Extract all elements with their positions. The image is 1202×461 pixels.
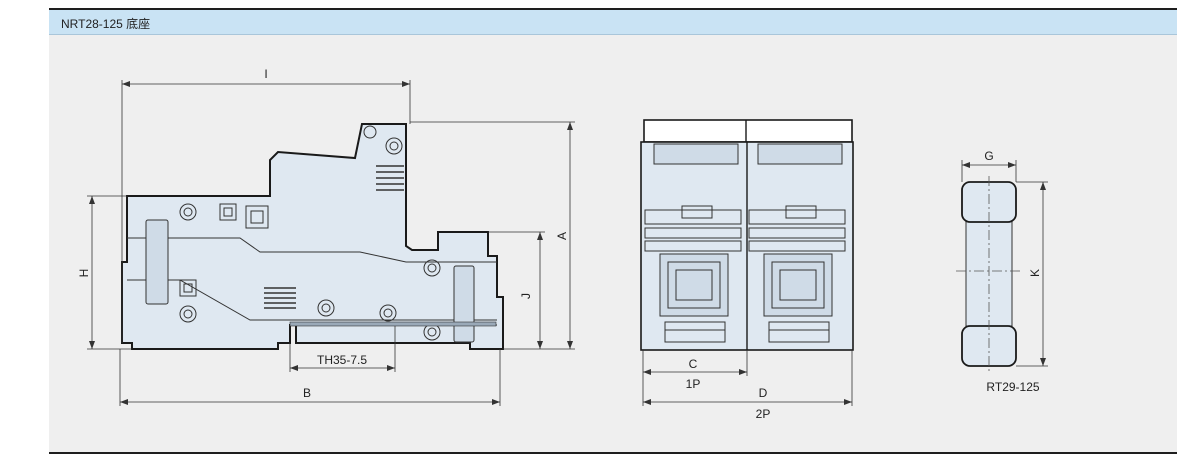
dim-label-b: B [303, 386, 311, 400]
front-view-dimensions [642, 350, 853, 406]
one-pole-label: 1P [686, 377, 701, 391]
two-pole-label: 2P [756, 407, 771, 421]
base-side-view [121, 123, 504, 350]
dim-label-k: K [1028, 269, 1042, 277]
dim-label-j: J [519, 293, 533, 299]
fuse-cartridge [956, 176, 1022, 372]
dim-label-i: I [264, 67, 267, 81]
fuse-model-label: RT29-125 [986, 380, 1039, 394]
release-lever [145, 219, 169, 305]
dim-label-g: G [984, 149, 993, 163]
dim-label-c: C [689, 357, 698, 371]
base-front-view [640, 119, 854, 351]
side-view-dimensions [87, 80, 575, 406]
section-header: NRT28-125 底座 [49, 10, 1177, 35]
latch [453, 265, 475, 343]
section-title: NRT28-125 底座 [61, 17, 151, 31]
fuse-dimensions [961, 160, 1048, 367]
dim-label-a: A [555, 232, 569, 240]
dim-label-h: H [77, 269, 91, 278]
rail-label: TH35-7.5 [317, 353, 367, 367]
dim-label-d: D [759, 386, 768, 400]
